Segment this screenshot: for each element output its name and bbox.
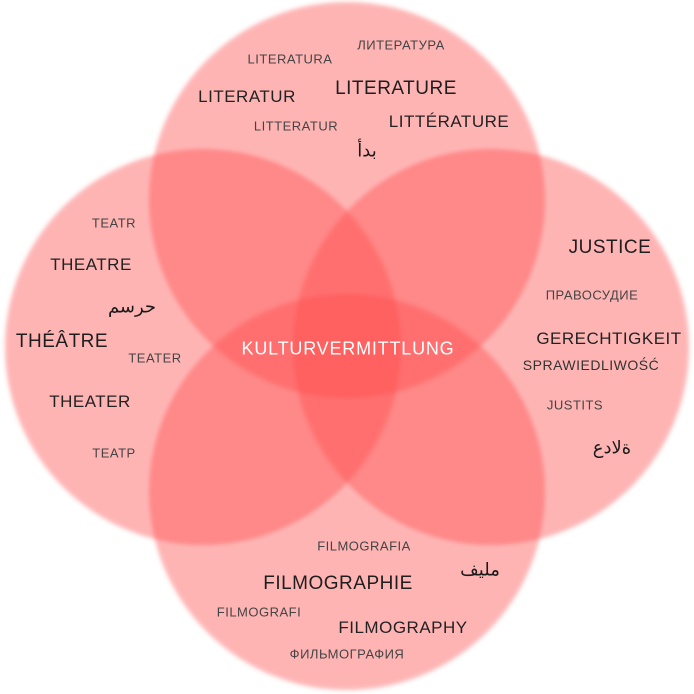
theatre-label: ТЕАТР: [92, 445, 136, 461]
justice-label: ПРАВОСУДИЕ: [545, 287, 639, 303]
theatre-label: THEATRE: [50, 255, 132, 274]
center-label: KULTURVERMITTLUNG: [241, 338, 455, 359]
film-label: FILMOGRAPHIE: [263, 573, 413, 594]
theatre-label: THÉÂTRE: [15, 331, 109, 352]
film-label: FILMOGRAPHY: [338, 618, 468, 637]
literature-label: بدأ: [357, 140, 377, 162]
literature-label: LITERATUR: [198, 87, 296, 106]
justice-label: GERECHTIGKEIT: [536, 329, 682, 348]
justice-label: SPRAWIEDLIWOŚĆ: [522, 357, 660, 373]
literature-label: ЛИТЕРАТУРА: [357, 37, 445, 53]
film-label: مليف: [460, 559, 500, 581]
justice-label: JUSTICE: [568, 237, 652, 258]
literature-label: LITTÉRATURE: [388, 112, 510, 131]
film-label: FILMOGRAFIA: [317, 538, 411, 554]
film-label: ФИЛЬМОГРАФИЯ: [289, 646, 405, 662]
literature-label: LITERATURE: [335, 78, 457, 99]
theatre-label: TEATR: [91, 215, 137, 231]
literature-label: LITTERATUR: [253, 118, 339, 134]
justice-label: JUSTITS: [546, 397, 604, 413]
justice-label: ةلادع: [592, 437, 632, 459]
theatre-label: حرسم: [107, 296, 157, 318]
theatre-label: TEATER: [128, 350, 182, 366]
theatre-label: THEATER: [49, 392, 131, 411]
circle-film: [149, 294, 545, 690]
film-label: FILMOGRAFI: [216, 604, 302, 620]
literature-label: LITERATURA: [247, 51, 333, 67]
